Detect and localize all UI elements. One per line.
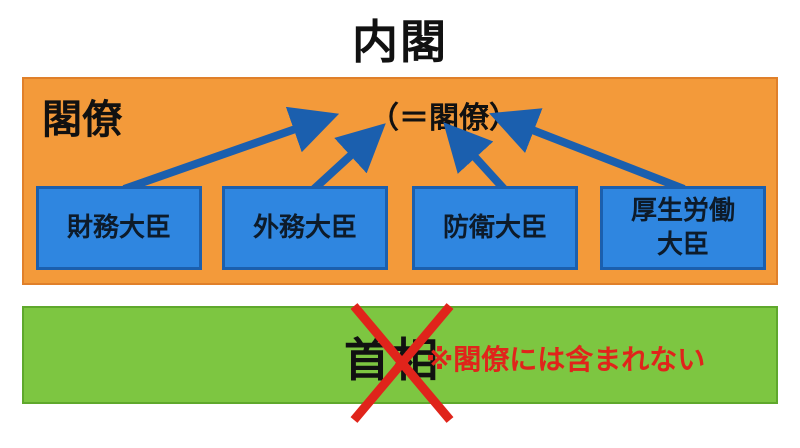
minister-box-defense: 防衛大臣 (412, 186, 578, 270)
arrows (122, 106, 686, 193)
minister-label: 防衛大臣 (442, 213, 547, 243)
minister-label: 外務大臣 (252, 213, 357, 243)
minister-label: 財務大臣 (66, 213, 171, 243)
cabinet-label: 閣僚 (42, 97, 122, 143)
arrow-1 (122, 106, 340, 193)
cabinet-box: 閣僚 （＝閣僚） 財務大臣 外務大臣 防衛大臣 厚生労働大臣 (22, 77, 778, 285)
arrow-2 (311, 123, 386, 192)
exclusion-note: ※閣僚には含まれない (426, 343, 706, 376)
arrow-3 (443, 122, 507, 192)
cross-mark-icon (350, 303, 454, 423)
arrow-4 (489, 108, 686, 193)
minister-label: 厚生労働大臣 (630, 196, 735, 260)
diagram-title: 内閣 (352, 15, 448, 69)
minister-box-foreign: 外務大臣 (222, 186, 388, 270)
minister-box-finance: 財務大臣 (36, 186, 202, 270)
prime-minister-box: 首相 ※閣僚には含まれない (22, 303, 778, 423)
minister-box-health: 厚生労働大臣 (600, 186, 766, 270)
